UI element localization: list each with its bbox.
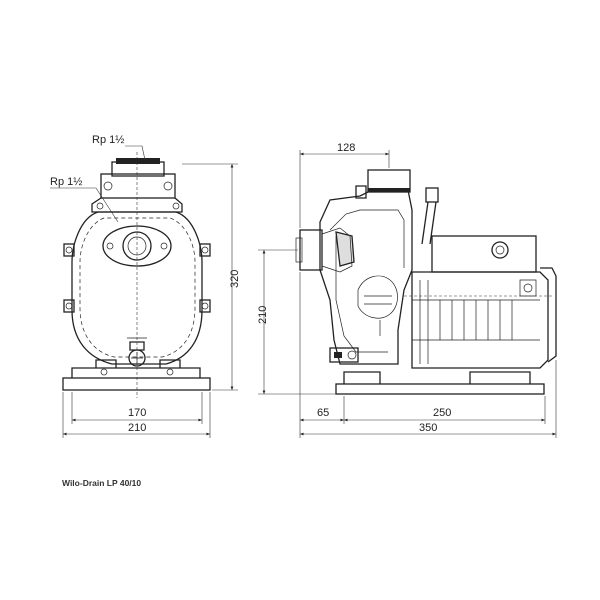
front-height-label: 320 xyxy=(229,270,241,288)
side-terminal-box xyxy=(431,235,537,273)
base-width-label: 210 xyxy=(128,422,146,434)
front-view xyxy=(50,145,211,398)
base-hole-spacing-label: 170 xyxy=(128,407,146,419)
front-dim-170 xyxy=(71,392,203,424)
side-top-width-label: 128 xyxy=(337,142,355,154)
side-total-length-label: 350 xyxy=(419,422,437,434)
front-base-plate xyxy=(62,377,211,391)
side-foot-length-label: 250 xyxy=(433,407,451,419)
side-inlet-flange xyxy=(299,229,323,271)
front-pump-body xyxy=(71,211,203,365)
front-dim-height xyxy=(182,163,238,391)
side-inlet-offset-label: 65 xyxy=(317,407,329,419)
side-dim-128 xyxy=(299,150,390,228)
inlet-thread-label: Rp 1½ xyxy=(50,176,82,188)
front-inlet-flange xyxy=(102,225,172,267)
side-pump-head xyxy=(319,189,413,365)
front-dim-210 xyxy=(62,392,211,438)
side-view xyxy=(295,169,557,395)
side-dim-65-250 xyxy=(299,272,546,438)
model-caption: Wilo-Drain LP 40/10 xyxy=(62,478,142,488)
side-priming-lever xyxy=(425,187,439,203)
side-dim-210 xyxy=(258,249,336,395)
outlet-thread-label: Rp 1½ xyxy=(92,134,124,146)
side-dim-350 xyxy=(300,360,557,438)
side-base-plate xyxy=(335,383,545,395)
front-outlet-housing xyxy=(100,173,176,199)
front-base-riser xyxy=(71,367,201,378)
side-motor-body xyxy=(411,271,549,369)
side-inlet-height-label: 210 xyxy=(257,306,269,324)
